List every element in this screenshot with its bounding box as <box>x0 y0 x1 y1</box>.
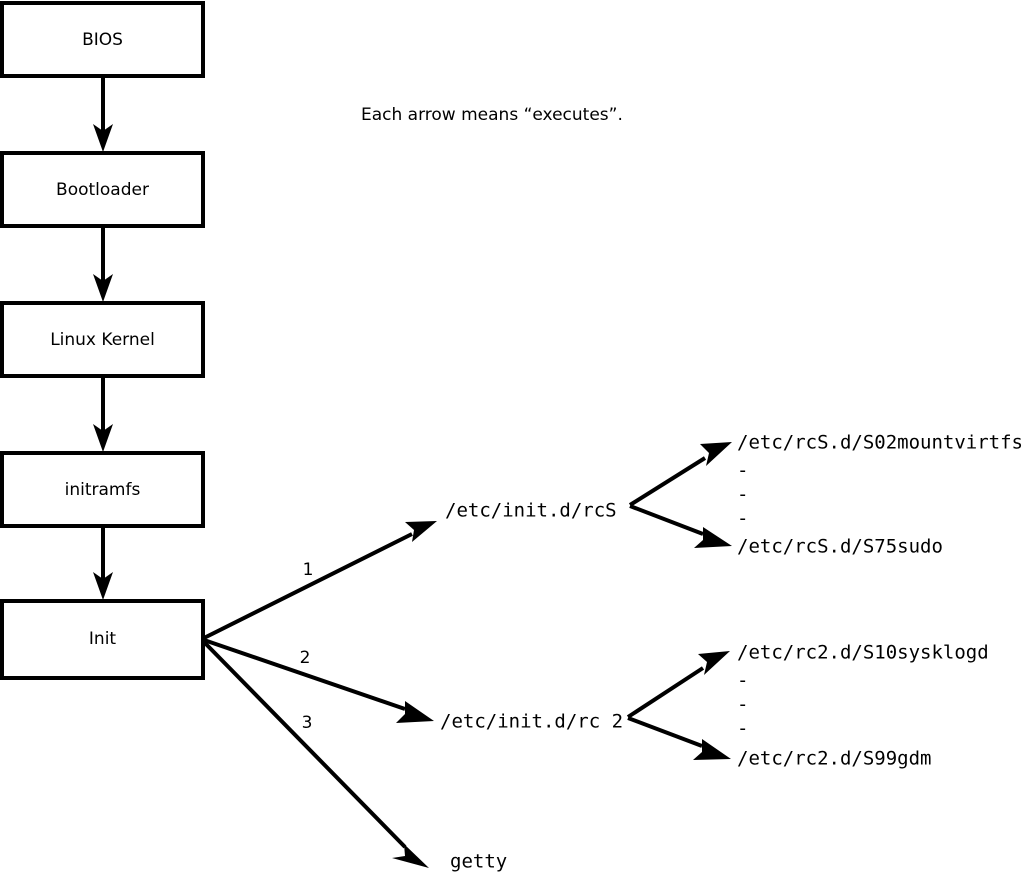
arrowhead-icon <box>93 274 113 302</box>
arrowhead-icon <box>93 124 113 152</box>
script-label-rcs-last[interactable]: /etc/rcS.d/S75sudo <box>737 536 943 558</box>
arrowhead-icon <box>396 701 434 723</box>
arrowhead-icon <box>698 651 730 675</box>
edge-number-2: 2 <box>300 648 311 668</box>
arrow-init-to-rc2: 2 <box>203 638 434 723</box>
diagram-caption: Each arrow means “executes”. <box>361 105 623 125</box>
arrowhead-icon <box>694 527 732 548</box>
ellipsis-dash: - <box>737 694 748 716</box>
init-label: Init <box>89 629 117 649</box>
arrow-kernel-to-initramfs <box>93 377 113 452</box>
bios-label: BIOS <box>82 30 123 50</box>
arrow-rc2-to-last-script <box>627 716 731 760</box>
arrow-bootloader-to-kernel <box>93 227 113 302</box>
ellipsis-dash: - <box>737 508 748 530</box>
script-label-rcs-first[interactable]: /etc/rcS.d/S02mountvirtfs <box>737 432 1023 454</box>
initramfs-label: initramfs <box>65 480 141 500</box>
bootloader-label: Bootloader <box>56 180 149 200</box>
ellipsis-dash: - <box>737 484 748 506</box>
linux-kernel-label: Linux Kernel <box>50 330 155 350</box>
bios-box[interactable] <box>0 1 205 78</box>
arrowhead-icon <box>392 844 429 868</box>
arrowhead-icon <box>93 572 113 600</box>
arrow-rc2-to-first-script <box>626 651 730 719</box>
ellipsis-dash: - <box>737 718 748 740</box>
node-label-rcs[interactable]: /etc/init.d/rcS <box>445 500 617 522</box>
arrow-rcs-to-first-script <box>628 442 732 507</box>
node-initramfs[interactable]: initramfs <box>0 451 205 528</box>
linux-kernel-box[interactable] <box>0 301 205 378</box>
arrow-init-to-rcs: 1 <box>203 521 437 640</box>
node-bootloader[interactable]: Bootloader <box>0 151 205 228</box>
edge-number-1: 1 <box>303 560 314 580</box>
arrow-init-to-getty: 3 <box>202 640 429 868</box>
arrowhead-icon <box>405 521 437 542</box>
init-box[interactable] <box>0 599 205 680</box>
node-bios[interactable]: BIOS <box>0 1 205 78</box>
node-label-rc2[interactable]: /etc/init.d/rc 2 <box>440 711 623 733</box>
node-linux-kernel[interactable]: Linux Kernel <box>0 301 205 378</box>
ellipsis-dash: - <box>737 670 748 692</box>
arrow-initramfs-to-init <box>93 527 113 600</box>
arrowhead-icon <box>693 739 731 760</box>
bootloader-box[interactable] <box>0 151 205 228</box>
arrowhead-icon <box>93 424 113 452</box>
ellipsis-dash: - <box>737 460 748 482</box>
edge-number-3: 3 <box>302 713 313 733</box>
node-init[interactable]: Init <box>0 599 205 680</box>
script-label-rc2-first[interactable]: /etc/rc2.d/S10sysklogd <box>737 642 989 664</box>
node-label-getty[interactable]: getty <box>450 851 507 873</box>
script-label-rc2-last[interactable]: /etc/rc2.d/S99gdm <box>737 748 931 770</box>
arrowhead-icon <box>700 442 732 466</box>
initramfs-box[interactable] <box>0 451 205 528</box>
arrow-rcs-to-last-script <box>629 504 732 548</box>
arrow-bios-to-bootloader <box>93 77 113 152</box>
